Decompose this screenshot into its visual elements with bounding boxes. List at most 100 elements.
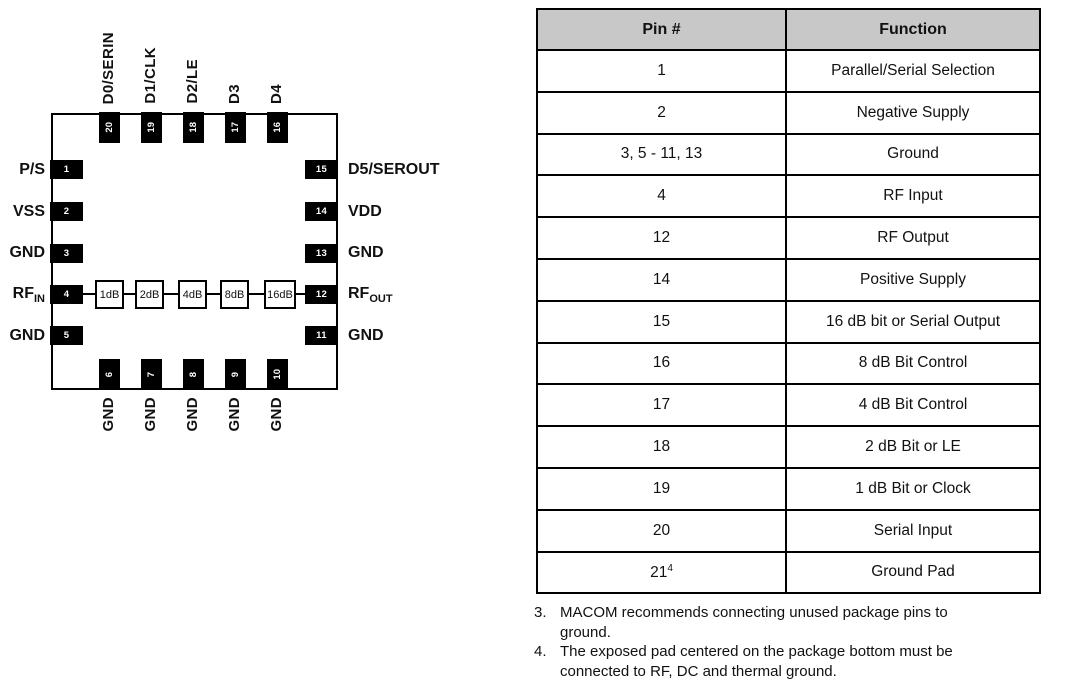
pin-4: 4 (50, 285, 83, 304)
pin-label-gnd6: GND (100, 397, 117, 432)
attenuator-1db-block: 1dB (95, 280, 124, 309)
pin-16: 16 (267, 112, 288, 143)
package-outline (51, 113, 338, 390)
pin-label-rfin: RFIN (12, 285, 45, 306)
pin-number-cell: 1 (536, 49, 787, 93)
attenuator-8db-block: 8dB (220, 280, 249, 309)
attenuator-label: 8dB (224, 288, 245, 301)
pin-label-ps: P/S (19, 161, 45, 178)
pin-number-cell: 12 (536, 216, 787, 260)
pin-11: 11 (305, 326, 338, 345)
pin-label-gnd11: GND (348, 327, 384, 344)
pin-number: 17 (230, 122, 241, 133)
pin-number-cell: 18 (536, 425, 787, 469)
pin-function-cell: Positive Supply (785, 257, 1041, 302)
pin-6: 6 (99, 359, 120, 390)
attenuator-label: 4dB (182, 288, 203, 301)
pin-number: 4 (63, 289, 70, 300)
attenuator-label: 1dB (99, 288, 120, 301)
pin-function-table: Pin # Function 1 Parallel/Serial Selecti… (536, 8, 1041, 595)
pin-number: 13 (315, 248, 328, 259)
table-row: 3, 5 - 11, 13 Ground (536, 132, 1041, 177)
pin-13: 13 (305, 244, 338, 263)
pin-15: 15 (305, 160, 338, 179)
pin-label-gnd8: GND (184, 397, 201, 432)
pin-function-cell: 2 dB Bit or LE (785, 425, 1041, 469)
pin-number-cell: 214 (536, 550, 787, 595)
pin-number-cell: 16 (536, 341, 787, 386)
table-row: 18 2 dB Bit or LE (536, 425, 1041, 469)
pin-label-gnd13: GND (348, 244, 384, 261)
table-row: 17 4 dB Bit Control (536, 383, 1041, 428)
pin-18: 18 (183, 112, 204, 143)
attenuator-label: 2dB (139, 288, 160, 301)
attenuator-16db-block: 16dB (264, 280, 296, 309)
pin-function-cell: Ground (785, 132, 1041, 177)
table-row: 14 Positive Supply (536, 257, 1041, 302)
pin-label-d4: D4 (268, 84, 285, 104)
footnote: 4. The exposed pad centered on the packa… (534, 642, 1012, 681)
pin-label-vdd: VDD (348, 203, 382, 220)
pin-5: 5 (50, 326, 83, 345)
pin-17: 17 (225, 112, 246, 143)
pin-number: 12 (315, 289, 328, 300)
table-header-row: Pin # Function (536, 8, 1041, 51)
pin-function-cell: Negative Supply (785, 90, 1041, 135)
column-header-function: Function (785, 8, 1041, 51)
pin-10: 10 (267, 359, 288, 390)
footnote-number: 4. (534, 643, 547, 660)
pin-label-gnd5: GND (9, 327, 45, 344)
pin-number-cell: 20 (536, 508, 787, 553)
attenuator-label: 16dB (267, 288, 293, 301)
pin-function-cell: RF Input (785, 174, 1041, 219)
pin-label-d5serout: D5/SEROUT (348, 161, 440, 178)
pin-label-d3: D3 (226, 84, 243, 104)
footnote: 3. MACOM recommends connecting unused pa… (534, 603, 1012, 642)
pin-number: 10 (272, 369, 283, 380)
table-row: 12 RF Output (536, 216, 1041, 260)
pin-label-gnd7: GND (142, 397, 159, 432)
pin-12: 12 (305, 285, 338, 304)
pin-function-cell: 1 dB Bit or Clock (785, 466, 1041, 511)
pin-number: 16 (272, 122, 283, 133)
pin-number: 20 (104, 122, 115, 133)
attenuator-2db-block: 2dB (135, 280, 164, 309)
pin-1: 1 (50, 160, 83, 179)
table-notes: 3. MACOM recommends connecting unused pa… (534, 603, 1012, 681)
pin-number: 15 (315, 164, 328, 175)
pin-number: 9 (230, 371, 241, 378)
pin-label-d1clk: D1/CLK (142, 47, 159, 104)
pin-number-cell: 17 (536, 383, 787, 428)
table-row: 20 Serial Input (536, 508, 1041, 553)
pinout-diagram: 1dB 2dB 4dB 8dB 16dB 20 19 18 17 16 6 7 … (0, 0, 530, 460)
pin-number: 8 (188, 371, 199, 378)
pin-number: 5 (63, 330, 70, 341)
pin-number-cell: 3, 5 - 11, 13 (536, 132, 787, 177)
pin-label-d2le: D2/LE (184, 59, 201, 104)
attenuator-4db-block: 4dB (178, 280, 207, 309)
pin-number: 3 (63, 248, 70, 259)
pin-number-cell: 2 (536, 90, 787, 135)
pin-function-cell: Parallel/Serial Selection (785, 49, 1041, 93)
pin-label-d0serin: D0/SERIN (100, 31, 117, 104)
pin-number: 11 (316, 330, 327, 341)
pin-number: 2 (63, 206, 70, 217)
pin-function-cell: RF Output (785, 216, 1041, 260)
pin-8: 8 (183, 359, 204, 390)
pin-number: 18 (188, 122, 199, 133)
footnote-text: MACOM recommends connecting unused packa… (560, 604, 948, 641)
pin-number: 14 (315, 206, 328, 217)
pin-number: 6 (104, 371, 115, 378)
table-row: 16 8 dB Bit Control (536, 341, 1041, 386)
pin-7: 7 (141, 359, 162, 390)
pin-number: 1 (63, 164, 70, 175)
table-row: 4 RF Input (536, 174, 1041, 219)
pin-function-cell: 16 dB bit or Serial Output (785, 299, 1041, 344)
pin-20: 20 (99, 112, 120, 143)
pin-14: 14 (305, 202, 338, 221)
footnote-text: The exposed pad centered on the package … (560, 643, 953, 680)
column-header-pin: Pin # (536, 8, 787, 51)
pin-function-cell: 8 dB Bit Control (785, 341, 1041, 386)
table-row: 2 Negative Supply (536, 90, 1041, 135)
